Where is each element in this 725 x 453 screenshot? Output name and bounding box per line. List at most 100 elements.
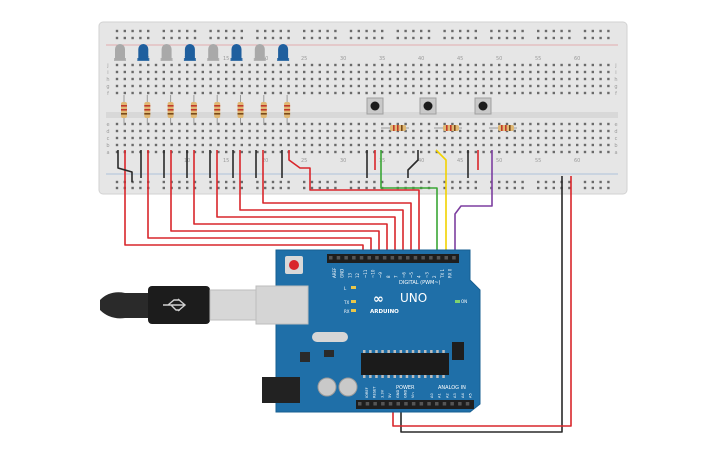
led-rim [253,58,266,61]
breadboard-hole [560,84,563,88]
rail-hole [147,36,150,40]
breadboard-hole [357,150,360,154]
rail-hole [404,180,407,184]
led-rim [277,58,290,61]
breadboard-hole [505,63,509,67]
breadboard-hole [303,63,306,67]
breadboard-hole [498,63,501,67]
breadboard-hole [373,91,376,95]
breadboard-hole [287,91,290,95]
breadboard-hole [342,150,345,154]
breadboard-hole [349,150,353,154]
breadboard-hole [474,136,477,140]
breadboard-hole [482,129,485,133]
power-pin-label: IOREF [365,387,369,398]
rail-hole [193,186,197,190]
breadboard-hole [552,70,555,74]
breadboard-hole [349,143,353,147]
column-number-bottom: 20 [262,158,268,164]
led-rim [183,58,196,61]
led-rim [230,58,243,61]
breadboard-hole [607,77,610,81]
breadboard-hole [154,150,158,154]
breadboard-hole [123,136,126,140]
rail-hole [459,29,462,33]
breadboard-hole [217,91,220,95]
rail-hole [591,29,594,33]
breadboard-hole [404,129,407,133]
rail-hole [373,29,376,33]
header-hole [352,256,356,260]
rail-hole [256,186,259,190]
rail-hole [521,180,524,184]
breadboard-hole [388,63,392,67]
pushbutton [474,97,517,131]
row-letter-right: a [614,150,617,156]
breadboard-hole [303,150,306,154]
rail-hole [498,180,501,184]
breadboard-hole [552,129,555,133]
breadboard-hole [193,91,197,95]
breadboard-hole [591,91,594,95]
breadboard-hole [607,129,610,133]
breadboard-hole [357,77,360,81]
breadboard-hole [264,63,267,67]
breadboard-hole [537,77,540,81]
breadboard-hole [435,84,438,88]
breadboard-hole [232,77,236,81]
breadboard-hole [310,122,314,126]
red-wire-led-2 [147,150,372,258]
header-hole [359,256,364,260]
breadboard-hole [365,136,368,140]
breadboard-hole [303,136,306,140]
breadboard-hole [404,91,407,95]
breadboard-hole [225,77,228,81]
digital-pin-label: 4 [417,275,422,278]
breadboard-hole [115,91,119,95]
breadboard-hole [303,129,306,133]
breadboard-hole [232,136,236,140]
breadboard-hole [248,129,251,133]
breadboard-hole [295,77,298,81]
column-number-top: 25 [301,56,307,62]
breadboard-hole [513,63,516,67]
breadboard-hole [115,136,119,140]
rail-hole [303,186,306,190]
breadboard-hole [170,122,173,126]
rail-hole [474,186,477,190]
rail-hole [162,36,165,40]
breadboard-hole [560,91,563,95]
breadboard-hole [420,77,423,81]
breadboard-hole [271,129,275,133]
breadboard-hole [264,143,267,147]
header-hole [390,256,395,260]
breadboard-hole [162,122,165,126]
rail-hole [568,186,571,190]
breadboard-hole [279,91,282,95]
digital-pin-label: TX 1 [440,269,445,279]
breadboard-hole [591,70,594,74]
breadboard-hole [365,143,368,147]
breadboard-hole [287,136,290,140]
breadboard-hole [326,136,329,140]
breadboard-hole [178,77,181,81]
breadboard-hole [139,77,142,81]
digital-pin-label: 2 [432,275,437,278]
column-number-bottom: 45 [457,158,463,164]
breadboard-hole [334,70,337,74]
rail-hole [537,36,540,40]
breadboard-hole [435,70,438,74]
breadboard-hole [412,84,415,88]
rail-hole [264,36,267,40]
rail-hole [217,186,220,190]
rail-hole [349,186,353,190]
breadboard-hole [521,136,524,140]
breadboard-hole [256,91,259,95]
power-jack [262,377,300,403]
breadboard-hole [264,150,267,154]
breadboard-hole [123,70,126,74]
breadboard-hole [388,150,392,154]
rail-hole [427,29,431,33]
breadboard-hole [420,70,423,74]
breadboard-hole [225,122,228,126]
